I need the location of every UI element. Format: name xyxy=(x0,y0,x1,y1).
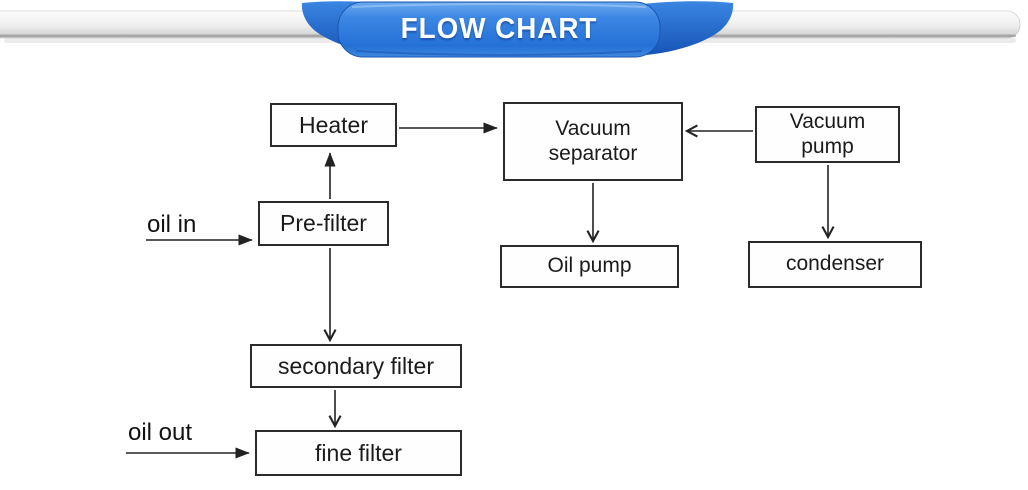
node-condenser: condenser xyxy=(748,241,922,288)
node-pre-filter: Pre-filter xyxy=(258,201,389,246)
node-secondary-filter-label: secondary filter xyxy=(278,352,434,379)
node-oil-pump-label: Oil pump xyxy=(547,254,632,278)
node-vacuum-separator: Vacuum separator xyxy=(503,102,683,181)
node-secondary-filter: secondary filter xyxy=(250,344,462,388)
node-oil-pump: Oil pump xyxy=(500,245,679,288)
ribbon-band-highlight xyxy=(351,3,647,8)
node-fine-filter-label: fine filter xyxy=(315,439,402,466)
node-fine-filter: fine filter xyxy=(255,430,462,476)
node-condenser-label: condenser xyxy=(785,252,885,276)
node-pre-filter-label: Pre-filter xyxy=(280,210,367,237)
node-vacuum-separator-line2: separator xyxy=(548,141,638,165)
ribbon-band xyxy=(337,1,661,58)
banner: FLOW CHART xyxy=(0,0,1028,80)
oil-in-label: oil in xyxy=(147,211,197,238)
ribbon-graphic xyxy=(0,1,1021,58)
node-vacuum-pump-line1: Vacuum xyxy=(789,110,866,134)
node-heater: Heater xyxy=(270,103,397,147)
ribbon-band-lip xyxy=(355,50,643,56)
node-vacuum-separator-line1: Vacuum xyxy=(555,117,631,141)
node-vacuum-pump-line2: pump xyxy=(801,134,854,158)
node-vacuum-pump: Vacuum pump xyxy=(755,106,900,163)
oil-out-label: oil out xyxy=(128,419,193,446)
node-heater-label: Heater xyxy=(298,111,369,138)
banner-title: FLOW CHART xyxy=(400,12,598,45)
